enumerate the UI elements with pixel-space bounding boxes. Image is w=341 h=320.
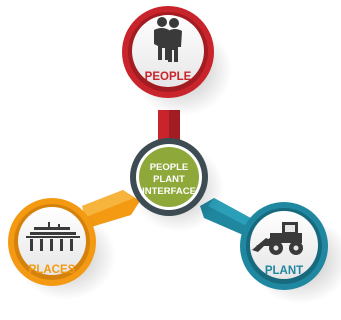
people-label: PEOPLE [145, 71, 192, 83]
plant-node: PLANT [240, 202, 341, 304]
couple-icon [154, 17, 182, 62]
wheel-loader-icon [252, 222, 303, 255]
connector-places [82, 190, 140, 228]
places-label: PLACES [29, 264, 76, 276]
places-node: PLACES [8, 198, 116, 300]
center-label-line-1: PEOPLE [150, 162, 189, 173]
center-label-line-3: INTERFACE [142, 186, 196, 197]
people-node: PEOPLE [122, 6, 232, 116]
plant-label: PLANT [265, 265, 303, 277]
center-label-line-2: PLANT [153, 174, 185, 185]
center-hub: PEOPLE PLANT INTERFACE [130, 138, 224, 232]
building-under-construction-icon [26, 222, 80, 251]
